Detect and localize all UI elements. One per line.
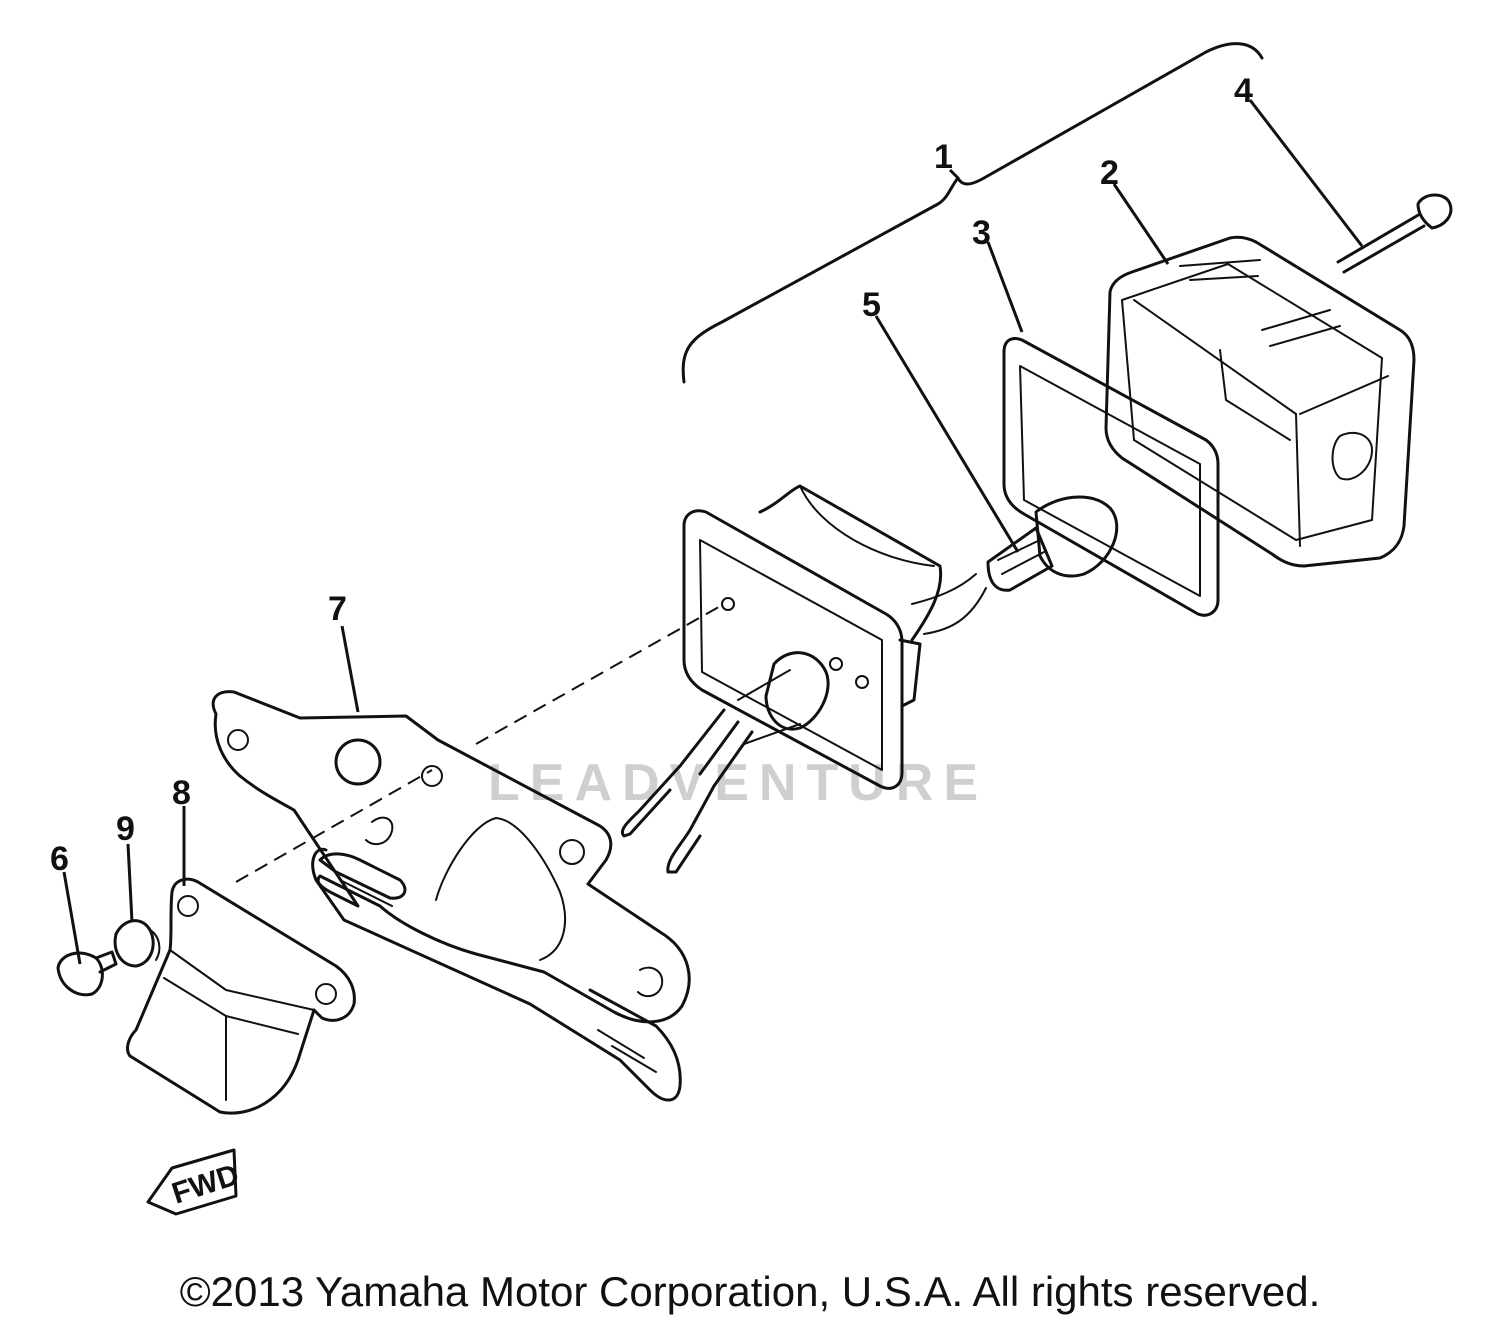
part-9-washer [113, 919, 161, 968]
callout-7: 7 [328, 590, 347, 628]
leader-7 [340, 625, 360, 713]
leader-9 [126, 843, 134, 923]
alignment-line-2 [235, 769, 433, 883]
callout-8: 8 [172, 774, 191, 812]
leader-2 [1112, 183, 1170, 265]
callout-1: 1 [934, 138, 953, 176]
callout-9: 9 [116, 810, 135, 848]
callout-6: 6 [50, 840, 69, 878]
part-6-screw [56, 950, 118, 997]
bulb-wire-2 [923, 587, 987, 635]
callout-3: 3 [972, 214, 991, 252]
part-3-gasket [1002, 337, 1220, 617]
taillight-housing [682, 484, 943, 790]
alignment-line-1 [475, 603, 725, 745]
leader-4 [1248, 99, 1364, 247]
assembly-bracket [681, 42, 1264, 384]
bulb-wire [911, 573, 977, 605]
callout-5: 5 [862, 286, 881, 324]
bracket-lower-arm [311, 847, 682, 1102]
part-8-license-light [126, 877, 356, 1115]
callout-2: 2 [1100, 154, 1119, 192]
leader-5 [874, 315, 1020, 553]
part-2-lens [1104, 235, 1416, 568]
callout-4: 4 [1234, 72, 1253, 110]
forward-arrow-icon: FWD [146, 1148, 243, 1216]
leader-6 [62, 871, 82, 965]
part-5-bulb [986, 495, 1119, 592]
part-7-bracket [211, 690, 691, 1024]
watermark: LEADVENTURE [488, 754, 988, 812]
leader-1 [948, 168, 960, 180]
wire-leads [621, 708, 754, 874]
copyright-notice: ©2013 Yamaha Motor Corporation, U.S.A. A… [179, 1268, 1321, 1315]
part-4-screw [1336, 193, 1453, 274]
leader-3 [986, 241, 1024, 333]
